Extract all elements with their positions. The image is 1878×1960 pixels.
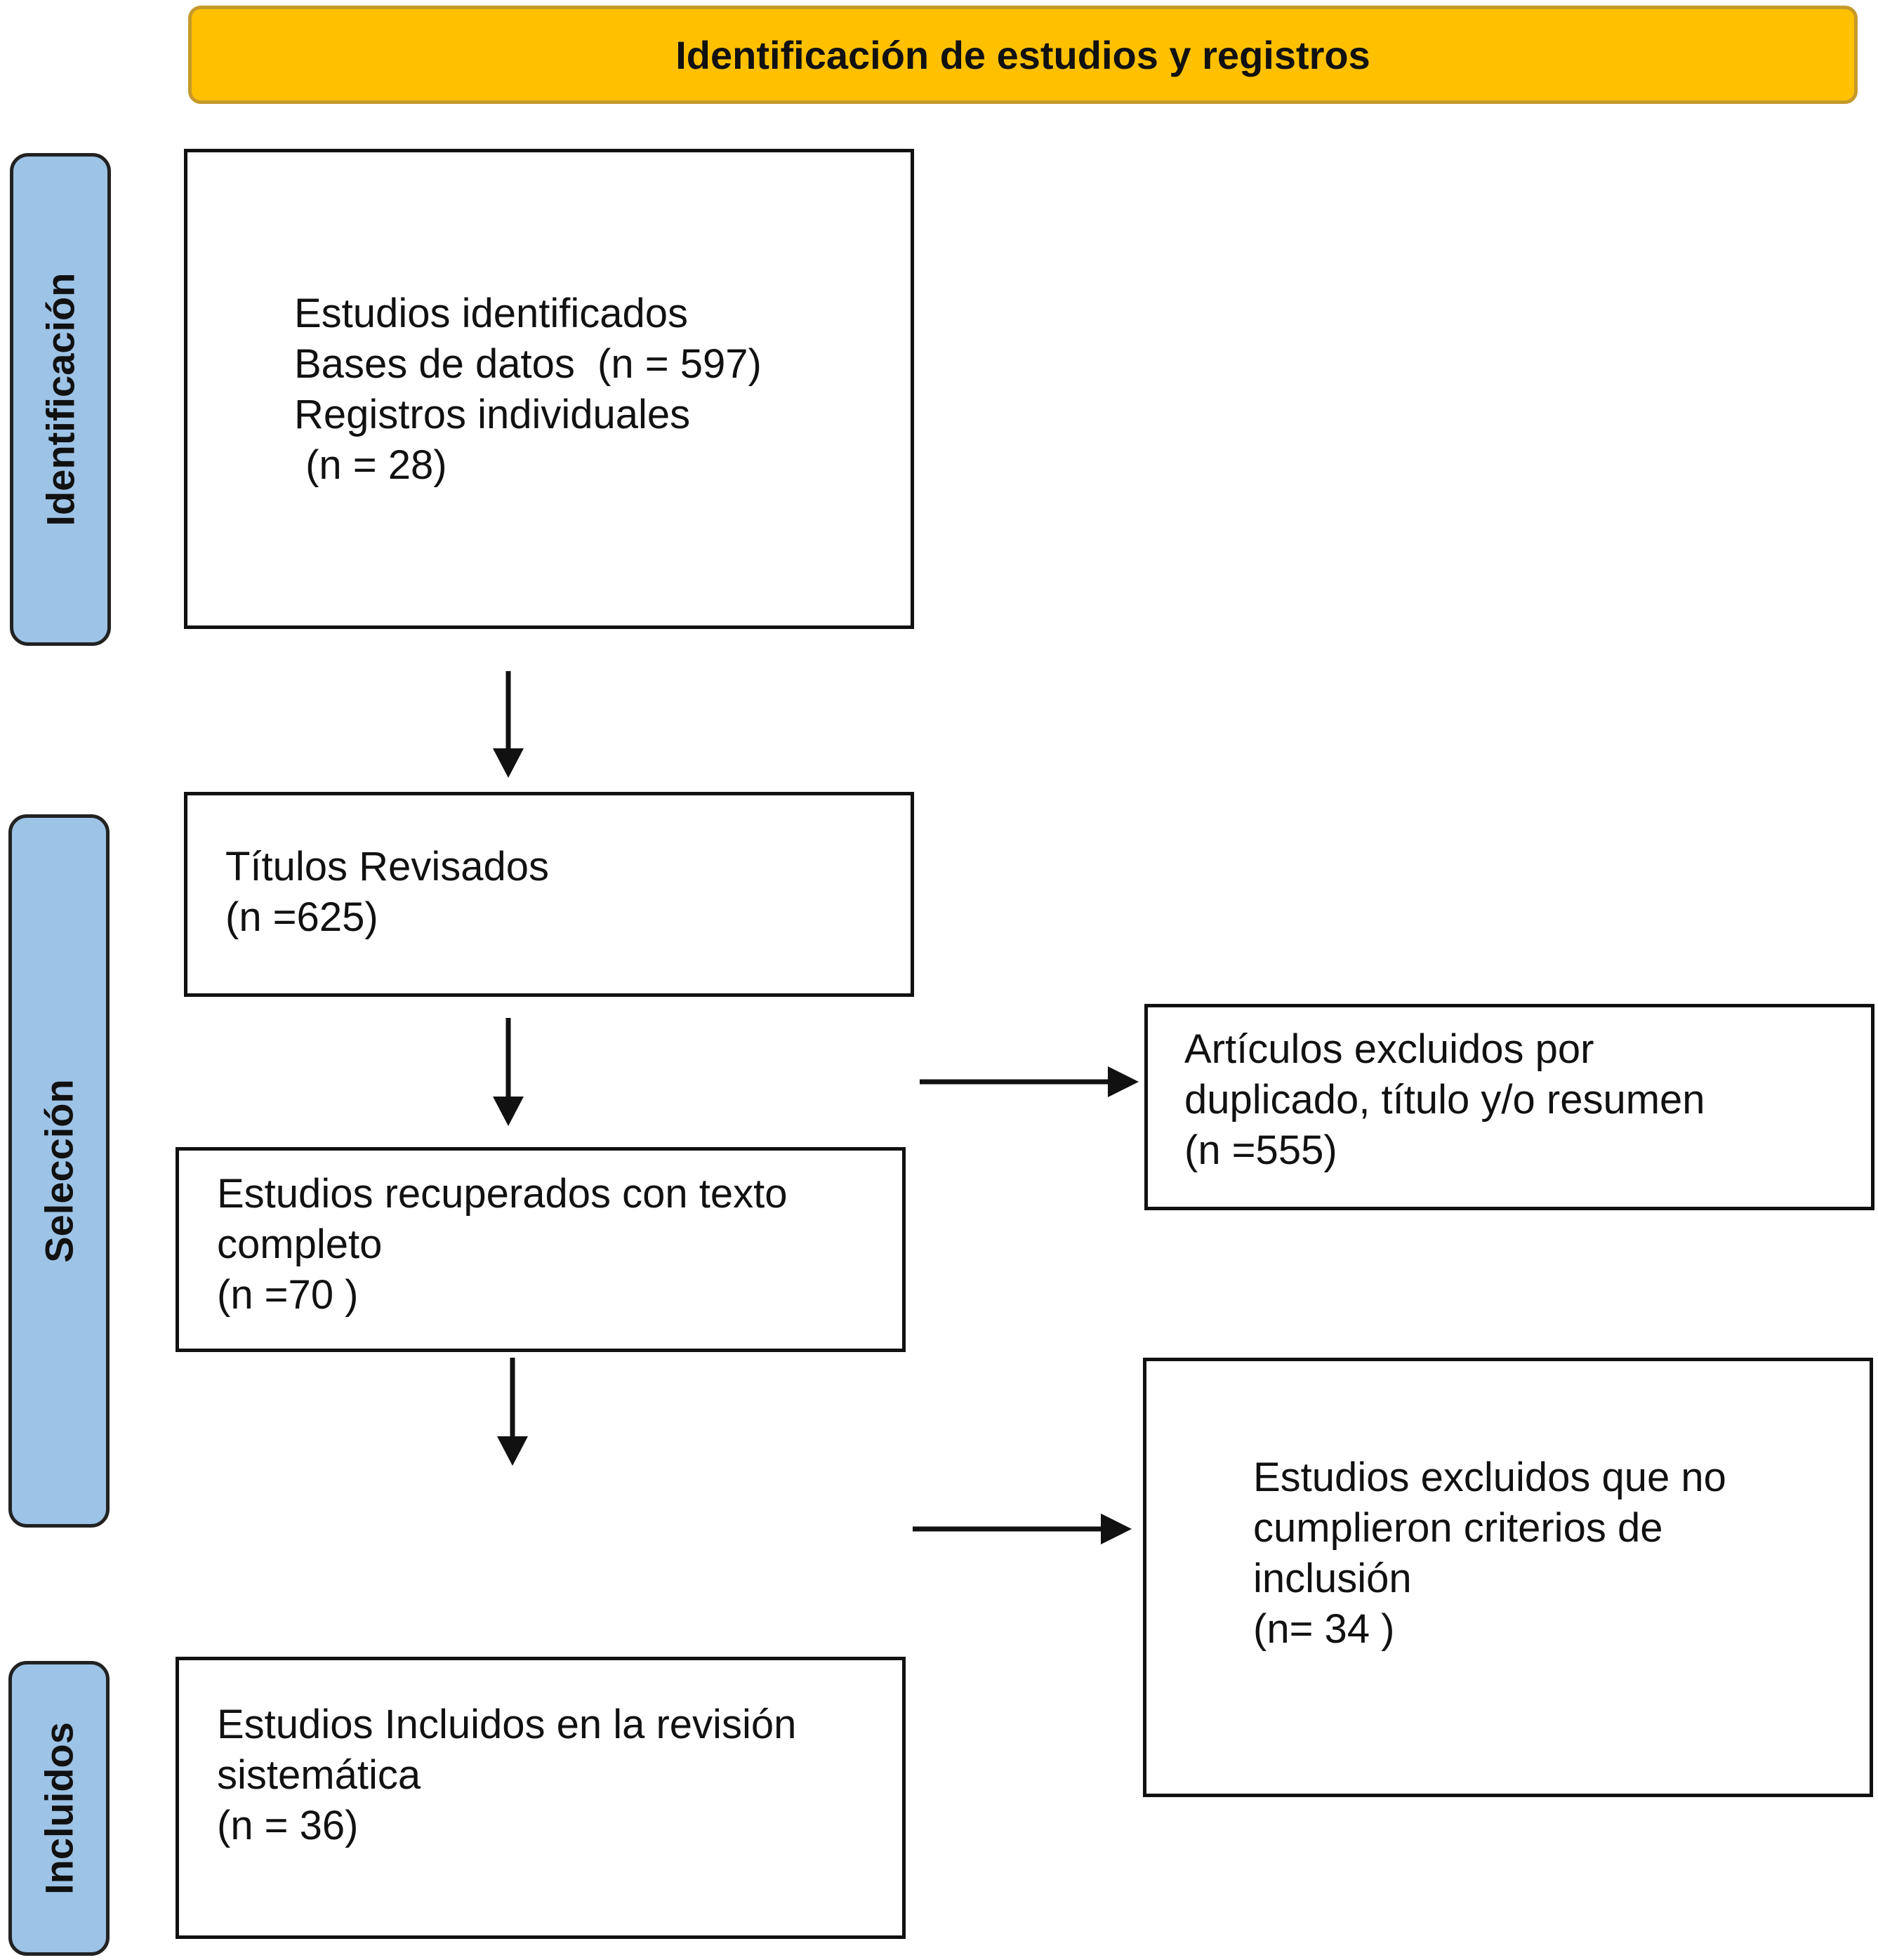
box-estudios-recuperados: Estudios recuperados con texto completo … xyxy=(176,1147,906,1352)
box-excluidos-criterios-line3: inclusión xyxy=(1253,1556,1412,1601)
box-titulos-line1: Títulos Revisados xyxy=(225,844,549,889)
arrow-identificados-to-titulos xyxy=(493,671,524,778)
box-estudios-identificados: Estudios identificados Bases de datos (n… xyxy=(184,149,914,629)
box-incluidos-line1: Estudios Incluidos en la revisión xyxy=(217,1702,797,1747)
box-incluidos-line2: sistemática xyxy=(217,1752,421,1798)
phase-identificacion: Identificación xyxy=(10,153,111,646)
box-excluidos-duplicado-line2: duplicado, título y/o resumen xyxy=(1184,1077,1705,1123)
arrow-to-excluidos-duplicado xyxy=(920,1066,1139,1097)
flow-header-title: Identificación de estudios y registros xyxy=(675,32,1370,77)
box-identificados-line4: (n = 28) xyxy=(294,442,447,488)
box-excluidos-duplicado-line3: (n =555) xyxy=(1184,1127,1337,1173)
flow-header: Identificación de estudios y registros xyxy=(188,6,1858,104)
box-excluidos-criterios-line2: cumplieron criterios de xyxy=(1253,1505,1663,1551)
box-identificados-line3: Registros individuales xyxy=(294,392,691,437)
box-incluidos-line3: (n = 36) xyxy=(217,1803,359,1848)
arrow-recuperados-to-incluidos xyxy=(497,1358,528,1466)
box-titulos-revisados: Títulos Revisados (n =625) xyxy=(184,792,914,997)
box-excluidos-duplicado-line1: Artículos excluidos por xyxy=(1184,1026,1594,1072)
box-recuperados-line3: (n =70 ) xyxy=(217,1272,359,1318)
box-titulos-line2: (n =625) xyxy=(225,894,378,940)
box-excluidos-duplicado: Artículos excluidos por duplicado, títul… xyxy=(1144,1004,1874,1210)
box-recuperados-line1: Estudios recuperados con texto xyxy=(217,1171,788,1217)
box-recuperados-line2: completo xyxy=(217,1221,383,1267)
box-identificados-line1: Estudios identificados xyxy=(294,291,688,336)
box-identificados-line2: Bases de datos (n = 597) xyxy=(294,341,762,387)
box-excluidos-criterios: Estudios excluidos que no cumplieron cri… xyxy=(1143,1358,1873,1797)
phase-incluidos: Incluidos xyxy=(8,1661,110,1956)
box-estudios-incluidos: Estudios Incluidos en la revisión sistem… xyxy=(176,1657,906,1939)
box-excluidos-criterios-line1: Estudios excluidos que no xyxy=(1253,1455,1726,1500)
arrow-to-excluidos-criterios xyxy=(913,1514,1132,1544)
arrow-titulos-to-recuperados xyxy=(493,1018,524,1126)
box-excluidos-criterios-line4: (n= 34 ) xyxy=(1253,1606,1395,1652)
phase-seleccion: Selección xyxy=(8,814,110,1528)
